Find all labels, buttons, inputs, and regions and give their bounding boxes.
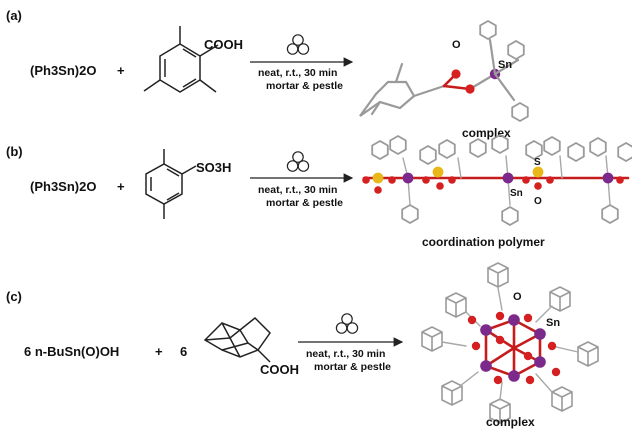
panel-label: (b) (6, 144, 23, 159)
sulfur-atom (372, 172, 384, 184)
adamantane-acid-structure: COOH (203, 316, 299, 377)
plus-sign: + (155, 344, 163, 359)
product-caption: complex (486, 415, 535, 429)
atom-label-sn: Sn (498, 59, 512, 71)
plus-sign: + (117, 179, 125, 194)
oxygen-atom (547, 341, 557, 351)
oxygen-atom (546, 176, 554, 184)
ball-mill-icon (286, 151, 310, 172)
tin-atom (480, 324, 492, 336)
conditions-line-1: neat, r.t., 30 min (306, 348, 385, 360)
mesitoic-acid-structure: COOH (143, 26, 243, 93)
product-model-a: O Sn complex (359, 20, 529, 140)
panel-label: (a) (6, 8, 22, 23)
oxygen-atom (471, 341, 481, 351)
carboxyl-group: COOH (204, 37, 243, 52)
sulfonic-group: SO3H (196, 160, 231, 175)
tin-atom (534, 356, 546, 368)
oxygen-atom (436, 182, 444, 190)
oxygen-atom (616, 176, 624, 184)
oxygen-atom (523, 313, 533, 323)
tin-atom (508, 370, 520, 382)
oxygen-atom (493, 375, 503, 385)
ball-mill-icon (286, 34, 310, 55)
conditions-line-2: mortar & pestle (314, 361, 391, 373)
reaction-arrow: neat, r.t., 30 min mortar & pestle (298, 313, 404, 373)
plus-sign: + (117, 63, 125, 78)
oxygen-atom (374, 186, 382, 194)
oxygen-atom (522, 176, 530, 184)
conditions-line-2: mortar & pestle (266, 197, 343, 209)
product-model-b: S Sn O coordination polymer (362, 134, 632, 249)
oxygen-atom (551, 367, 561, 377)
tin-atom (602, 172, 614, 184)
atom-label-o: O (452, 39, 461, 51)
product-model-c: O Sn complex (421, 262, 599, 429)
oxygen-atom (534, 182, 542, 190)
atom-label-o: O (534, 196, 542, 207)
oxygen-atom (388, 176, 396, 184)
panel-b: (b) (Ph3Sn)2O + SO3H neat, r.t., 30 min … (6, 134, 632, 249)
ball-mill-icon (335, 313, 359, 334)
sulfur-atom (432, 166, 444, 178)
sulfur-atom (532, 166, 544, 178)
oxygen-atom (362, 176, 370, 184)
tin-atom (502, 172, 514, 184)
conditions-line-1: neat, r.t., 30 min (258, 67, 337, 79)
oxygen-atom (465, 84, 475, 94)
reactant-tin-oxide: (Ph3Sn)2O (30, 179, 96, 194)
tin-atom (534, 328, 546, 340)
panel-a: (a) (Ph3Sn)2O + COOH neat, r.t., 30 min … (6, 8, 529, 140)
oxygen-atom (495, 335, 505, 345)
coefficient: 6 (180, 344, 187, 359)
conditions-line-2: mortar & pestle (266, 80, 343, 92)
reaction-arrow: neat, r.t., 30 min mortar & pestle (250, 34, 354, 92)
carboxyl-group: COOH (260, 362, 299, 377)
conditions-line-1: neat, r.t., 30 min (258, 184, 337, 196)
sulfonic-acid-structure: SO3H (145, 149, 231, 219)
tin-atom (480, 360, 492, 372)
oxygen-atom (525, 375, 535, 385)
product-caption: coordination polymer (422, 235, 545, 249)
tin-atom (402, 172, 414, 184)
atom-label-o: O (513, 291, 522, 303)
oxygen-atom (448, 176, 456, 184)
atom-label-sn: Sn (510, 188, 523, 199)
oxygen-atom (467, 315, 477, 325)
oxygen-atom (451, 69, 461, 79)
reactant-tin-oxide: (Ph3Sn)2O (30, 63, 96, 78)
panel-c: (c) 6 n-BuSn(O)OH + 6 COOH neat, r.t., 3… (6, 262, 599, 429)
oxygen-atom (422, 176, 430, 184)
panel-label: (c) (6, 289, 22, 304)
reaction-arrow: neat, r.t., 30 min mortar & pestle (250, 151, 354, 209)
tin-atom (508, 314, 520, 326)
atom-label-sn: Sn (546, 317, 560, 329)
oxygen-atom (495, 311, 505, 321)
atom-label-s: S (534, 157, 541, 168)
oxygen-atom (523, 351, 533, 361)
reactant-butyltin: 6 n-BuSn(O)OH (24, 344, 119, 359)
